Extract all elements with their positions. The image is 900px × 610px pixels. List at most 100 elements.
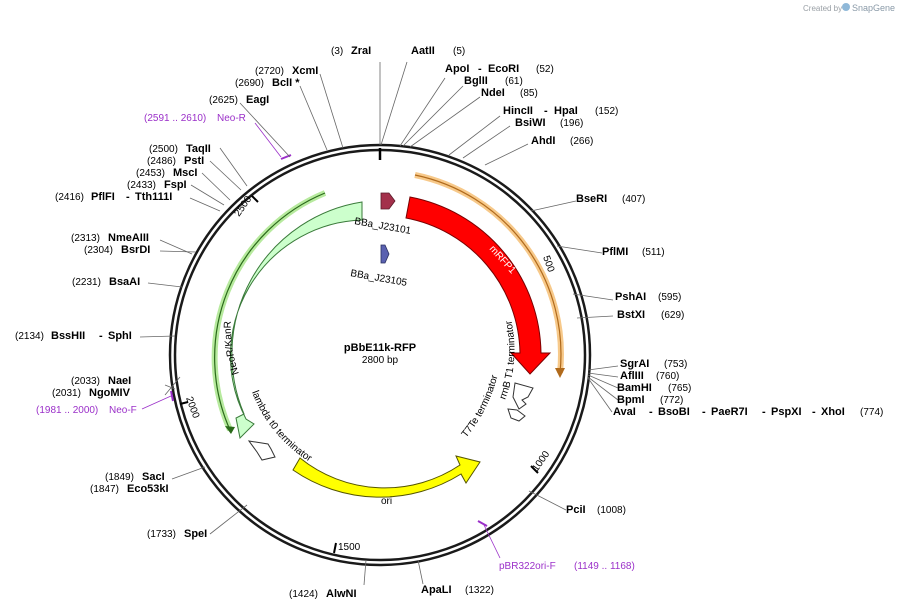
bba-j23101-feature[interactable] <box>380 192 396 210</box>
bglii-pos: (61) <box>505 76 523 87</box>
neo-f-mark <box>170 390 174 402</box>
eagi-label[interactable]: EagI <box>246 94 269 106</box>
pspxi-label[interactable]: PspXI <box>771 406 802 418</box>
bglii-label[interactable]: BglII <box>464 75 488 87</box>
avai-group-pos: (774) <box>860 407 883 418</box>
rrnb-t1-terminator-feature[interactable] <box>512 382 534 410</box>
afliii-label[interactable]: AflIII <box>620 370 644 382</box>
psti-label[interactable]: PstI <box>184 155 204 167</box>
pbr322ori-f-mark <box>477 520 488 527</box>
pcii-pos: (1008) <box>597 505 626 516</box>
ori-feature[interactable] <box>292 455 481 498</box>
hpai-label[interactable]: HpaI <box>554 105 578 117</box>
snapgene-credit: Created by SnapGene <box>803 3 895 13</box>
sgrai-label[interactable]: SgrAI <box>620 358 649 370</box>
fspi-pos: (2433) <box>127 180 156 191</box>
tick-1500: 1500 <box>338 542 361 553</box>
taqii-label[interactable]: TaqII <box>186 143 211 155</box>
bpmi-pos: (772) <box>660 395 683 406</box>
bba-j23101-label: BBa_J23101 <box>353 216 412 237</box>
alwni-pos: (1424) <box>289 589 318 600</box>
plasmid-name: pBbE11k-RFP <box>344 342 416 354</box>
saci-pos: (1849) <box>105 472 134 483</box>
paer7i-label[interactable]: PaeR7I <box>711 406 748 418</box>
saci-label[interactable]: SacI <box>142 471 165 483</box>
ndei-pos: (85) <box>520 88 538 99</box>
bsrdi-label[interactable]: BsrDI <box>121 244 150 256</box>
hincii-hpai-pos: (152) <box>595 106 618 117</box>
plasmid-size: 2800 bp <box>362 355 399 366</box>
pflfi-label[interactable]: PflFI <box>91 191 115 203</box>
ahdi-label[interactable]: AhdI <box>531 135 555 147</box>
zrai-label[interactable]: ZraI <box>351 45 371 57</box>
hincii-label[interactable]: HincII <box>503 105 533 117</box>
sgrai-pos: (753) <box>664 359 687 370</box>
pflfi-pos: (2416) <box>55 192 84 203</box>
sphi-label[interactable]: SphI <box>108 330 132 342</box>
pflmi-label[interactable]: PflMI <box>602 246 628 258</box>
neor-kanr-label: NeoR/KanR <box>223 321 242 376</box>
neor-kanr-feature[interactable] <box>229 201 363 440</box>
tth111i-label[interactable]: Tth111I <box>135 191 172 203</box>
apali-pos: (1322) <box>465 585 494 596</box>
t7te-terminator-label: T7Te terminator <box>460 373 501 440</box>
enzyme-leader-lines <box>139 61 619 586</box>
bsshii-pos: (2134) <box>15 331 44 342</box>
bsshii-label[interactable]: BssHII <box>51 330 85 342</box>
bpmi-label[interactable]: BpmI <box>617 394 645 406</box>
bsiwi-label[interactable]: BsiWI <box>515 117 546 129</box>
eco53ki-label[interactable]: Eco53kI <box>127 483 169 495</box>
bba-j23105-feature[interactable] <box>380 244 390 264</box>
bsaai-label[interactable]: BsaAI <box>109 276 140 288</box>
spei-label[interactable]: SpeI <box>184 528 207 540</box>
ndei-label[interactable]: NdeI <box>481 87 505 99</box>
xcmi-label[interactable]: XcmI <box>292 65 318 77</box>
taqii-pos: (2500) <box>149 144 178 155</box>
lambda-t0-terminator-feature[interactable] <box>247 440 276 461</box>
pcii-label[interactable]: PciI <box>566 504 586 516</box>
bamhi-pos: (765) <box>668 383 691 394</box>
apoi-ecori-pos: (52) <box>536 64 554 75</box>
orange-annotation-arc <box>414 172 565 378</box>
fspi-label[interactable]: FspI <box>164 179 187 191</box>
t7te-terminator-feature[interactable] <box>507 408 526 422</box>
neo-f-label[interactable]: Neo-F <box>109 405 137 416</box>
bcli-label[interactable]: BclI * <box>272 77 300 89</box>
msci-pos: (2453) <box>136 168 165 179</box>
tick-2500-mark <box>251 195 259 203</box>
nmeaiii-pos: (2313) <box>71 233 100 244</box>
pshai-label[interactable]: PshAI <box>615 291 646 303</box>
avai-label[interactable]: AvaI <box>613 406 636 418</box>
aatii-label[interactable]: AatII <box>411 45 435 57</box>
credit-text: Created by <box>803 4 842 13</box>
pbr322ori-f-range: (1149 .. 1168) <box>574 561 635 572</box>
apoi-label[interactable]: ApoI <box>445 63 469 75</box>
bseri-label[interactable]: BseRI <box>576 193 607 205</box>
xhoi-label[interactable]: XhoI <box>821 406 845 418</box>
sphi-dash: - <box>99 330 103 342</box>
eco53ki-pos: (1847) <box>90 484 119 495</box>
pspxi-dash: - <box>762 406 766 418</box>
apali-label[interactable]: ApaLI <box>421 584 452 596</box>
naei-pos: (2033) <box>71 376 100 387</box>
bsrdi-pos: (2304) <box>84 245 113 256</box>
bsobi-label[interactable]: BsoBI <box>658 406 690 418</box>
naei-label[interactable]: NaeI <box>108 375 131 387</box>
ahdi-pos: (266) <box>570 136 593 147</box>
hpai-dash: - <box>544 105 548 117</box>
ori-label: ori <box>381 496 392 507</box>
bamhi-label[interactable]: BamHI <box>617 382 652 394</box>
alwni-label[interactable]: AlwNI <box>326 588 357 600</box>
xcmi-pos: (2720) <box>255 66 284 77</box>
pflmi-pos: (511) <box>642 247 665 258</box>
ngomiv-label[interactable]: NgoMIV <box>89 387 131 399</box>
spei-pos: (1733) <box>147 529 176 540</box>
msci-label[interactable]: MscI <box>173 167 197 179</box>
bstxi-label[interactable]: BstXI <box>617 309 645 321</box>
bseri-pos: (407) <box>622 194 645 205</box>
nmeaiii-label[interactable]: NmeAIII <box>108 232 149 244</box>
pbr322ori-f-label[interactable]: pBR322ori-F <box>499 561 556 572</box>
mrfp1-feature[interactable] <box>405 196 552 375</box>
neo-r-label[interactable]: Neo-R <box>217 113 246 124</box>
ecori-label[interactable]: EcoRI <box>488 63 519 75</box>
